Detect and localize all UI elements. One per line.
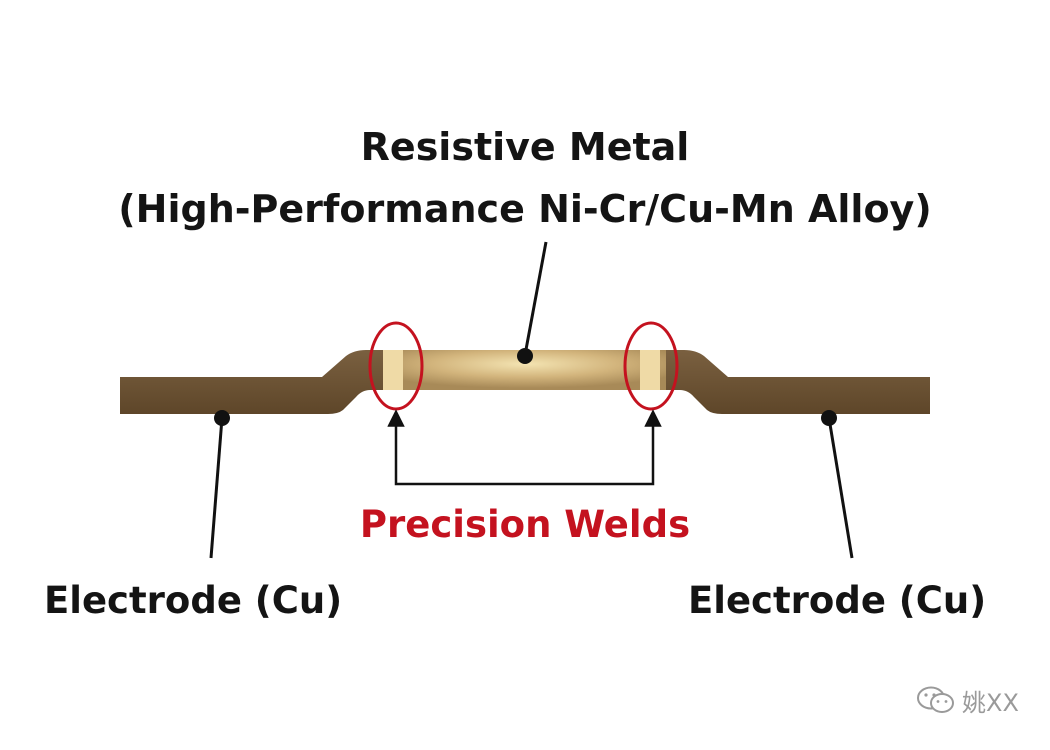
weld-bracket-arrows [387,409,662,486]
title-line-2: (High-Performance Ni-Cr/Cu-Mn Alloy) [118,187,932,231]
watermark: 姚XX [916,684,1019,717]
electrode-left-label: Electrode (Cu) [44,579,343,622]
electrode-left-shape [120,350,386,414]
electrode-right-shape [664,350,930,414]
watermark-text: 姚XX [962,688,1019,717]
leader-line-electrode-left [209,417,224,559]
title-line-1: Resistive Metal [360,125,690,169]
leader-dot-resistive [517,348,533,364]
weld-highlight-right [623,321,679,411]
leader-dot-electrode-right [821,410,837,426]
weld-zone-right [640,350,660,390]
leader-line-resistive [523,241,548,356]
leader-line-electrode-right [827,417,854,559]
weld-zone-left [383,350,403,390]
electrode-right-label: Electrode (Cu) [688,579,987,622]
leader-dot-electrode-left [214,410,230,426]
wechat-icon [917,686,954,713]
precision-welds-label: Precision Welds [359,503,691,546]
weld-highlight-left [368,321,424,411]
